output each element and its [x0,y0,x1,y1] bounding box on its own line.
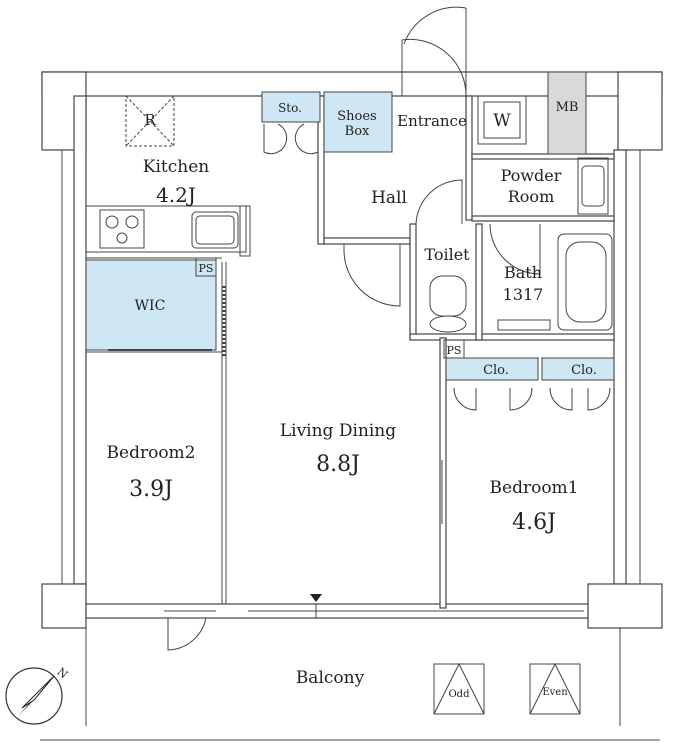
powder-room-line1: Powder [501,166,562,185]
wall-powder-bottom [471,215,615,222]
interior-walls [85,95,615,609]
pipe-space-1-label: PS [199,262,214,275]
bath-label: Bath [504,263,542,282]
north-arrow-icon [5,667,63,725]
washer-label: W [493,111,511,131]
toilet-label: Toilet [424,245,470,264]
kitchen-counter [85,205,247,253]
gas-stove-icon [99,209,145,249]
door-sto-right [294,123,319,155]
sink-icon [191,211,239,249]
shelter-even [529,662,581,715]
shelter-odd-label: Odd [448,689,470,700]
balcony-label: Balcony [296,668,365,688]
wall-toilet-right [475,223,483,341]
wall-powder-top [471,153,615,160]
outer-walls [40,71,663,741]
refrigerator-label: R [144,111,156,129]
left-wall [73,95,87,585]
kitchen-counter-end [239,205,251,257]
door-clo1-a [453,387,477,411]
shelter-odd [433,662,485,715]
windows [164,604,584,618]
door-toilet [415,179,463,225]
kitchen-size: 4.2J [156,183,196,207]
wall-bath-bottom [481,333,615,341]
door-clo2-a [549,387,573,411]
bathtub-icon [557,233,613,331]
door-hall-living [343,244,401,307]
meter-box-label: MB [556,100,579,115]
entry-triangle-icon [310,594,322,602]
living-name: Living Dining [280,421,396,441]
door-entrance [401,38,467,97]
entrance-label: Entrance [397,112,467,130]
wall-hall-left [317,95,325,245]
refrigerator-diag-2 [125,95,175,147]
pipe-space-2-label: PS [447,344,462,357]
bath-step [497,319,551,331]
wall-hall-bottom [323,237,411,245]
wall-toilet-left [409,223,417,339]
bath-size: 1317 [503,285,544,304]
storage-area [261,91,321,123]
door-clo1-b [509,387,533,411]
doors [108,6,611,651]
door-bath [489,223,541,275]
pipe-space-2-box [443,339,465,359]
shoes-box-area [323,91,393,153]
hall-label: Hall [371,188,407,208]
door-balcony [167,617,207,651]
door-entrance-leaf [403,6,467,45]
shelter-even-label: Even [542,687,568,698]
closet2-label: Clo. [571,363,597,378]
right-wall [613,149,627,585]
meter-box [547,71,587,155]
right-top-column [617,71,663,151]
left-bottom-column [41,583,87,629]
shoes-box-line1: Shoes [337,109,376,124]
shoes-box-line2: Box [345,124,370,139]
wall-powder-left [465,95,473,221]
storage-label: Sto. [278,101,302,115]
toilet-icon [429,275,467,333]
washbasin-icon [577,157,609,215]
bedroom1-name: Bedroom1 [490,478,579,498]
right-bottom-column [587,583,663,629]
wall-bedroom1-left [439,337,447,609]
powder-room-line2: Room [508,187,554,206]
kitchen-name: Kitchen [143,157,209,177]
bedroom1-size: 4.6J [512,510,556,535]
bedroom2-size: 3.9J [129,477,173,502]
closet1-label: Clo. [483,363,509,378]
wic-area [85,259,217,351]
living-size: 8.8J [316,452,360,477]
refrigerator-diag-1 [125,95,175,147]
washer-box [477,95,527,145]
door-clo2-b [587,387,611,411]
refrigerator-box [125,95,175,147]
door-sto-left [263,123,288,155]
pipe-space-1-box [195,257,217,277]
bedroom2-name: Bedroom2 [107,443,196,463]
wic-label: WIC [135,298,166,314]
